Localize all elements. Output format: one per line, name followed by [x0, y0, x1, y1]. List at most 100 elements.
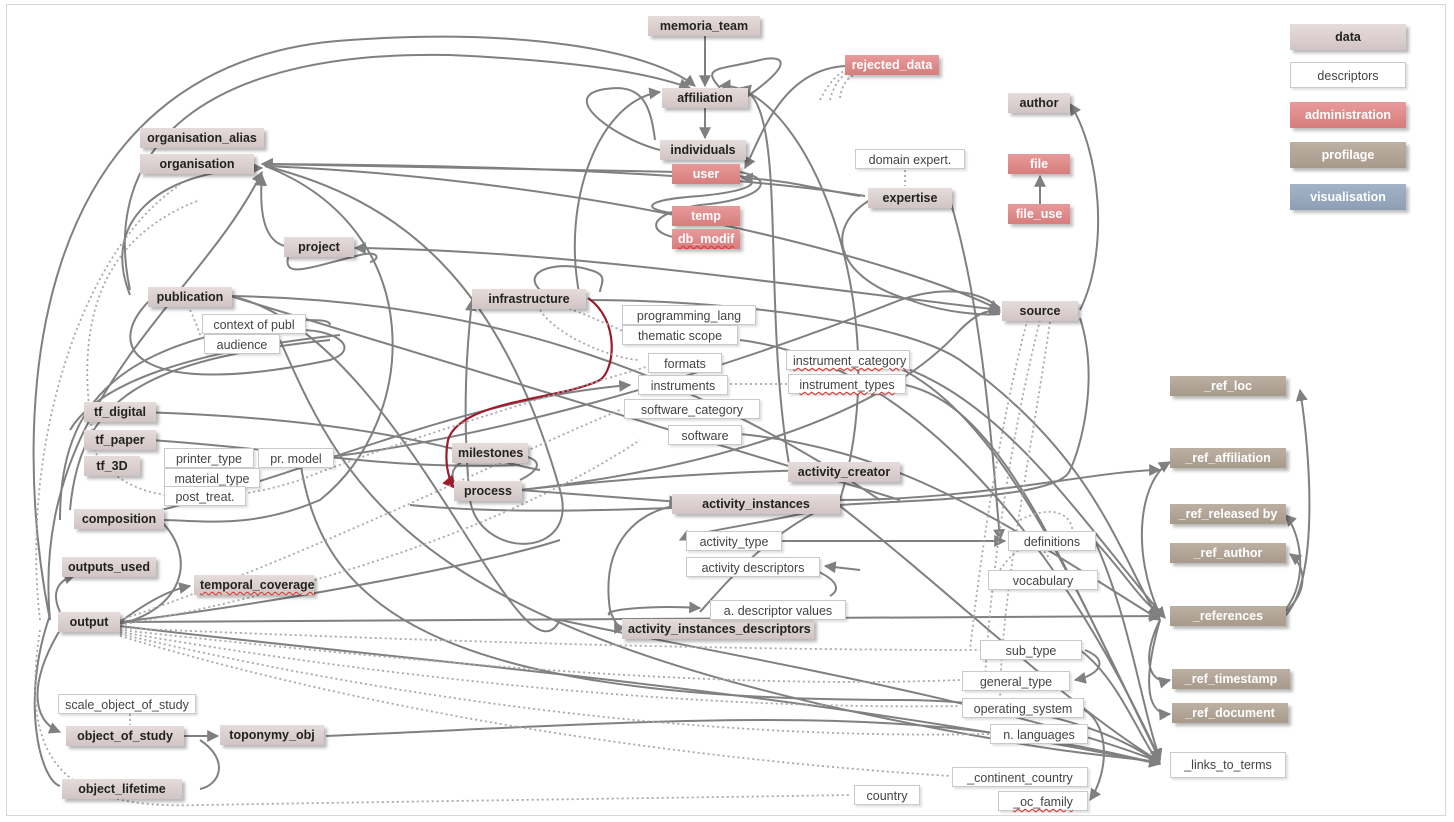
edge — [718, 79, 860, 501]
node-software-category: software_category — [624, 399, 760, 419]
edge — [519, 489, 682, 508]
edge — [839, 464, 1162, 501]
node-n-languages: n. languages — [990, 724, 1088, 744]
edge — [129, 299, 346, 376]
legend-visualisation: visualisation — [1290, 184, 1406, 210]
dotted-edge — [189, 309, 206, 343]
edge — [607, 504, 681, 634]
node-outputs-used: outputs_used — [62, 557, 156, 577]
dotted-edge — [119, 629, 961, 683]
edge — [33, 614, 61, 787]
dotted-edge — [119, 627, 981, 651]
edge — [264, 165, 564, 545]
dotted-edge — [119, 631, 961, 708]
edge — [260, 158, 681, 173]
edge — [607, 601, 702, 616]
dotted-edge — [119, 633, 991, 736]
edge — [1069, 102, 1100, 311]
edge — [744, 65, 846, 170]
node-audience: audience — [204, 334, 280, 354]
node-definitions: definitions — [1008, 531, 1096, 551]
edge — [738, 84, 791, 471]
legend-profilage: profilage — [1290, 142, 1406, 168]
node-process: process — [454, 481, 522, 501]
node-context-of-publ: context of publ — [202, 314, 306, 334]
diagram-frame — [6, 4, 1446, 816]
node-tf-digital: tf_digital — [84, 402, 156, 422]
edge — [353, 242, 1001, 311]
node-programming-lang: programming_lang — [622, 305, 756, 325]
dotted-edge — [559, 304, 626, 333]
edge — [1284, 553, 1304, 613]
edge — [319, 290, 1001, 459]
legend-descriptors: descriptors — [1290, 62, 1406, 88]
node-project: project — [284, 237, 354, 257]
edge — [585, 87, 661, 151]
edge — [1148, 619, 1172, 721]
node-composition: composition — [74, 509, 164, 529]
dotted-edge — [819, 67, 851, 101]
edge — [199, 739, 220, 790]
node-individuals: individuals — [660, 140, 746, 160]
node-db-modif: db_modif — [672, 229, 740, 249]
node-a-descriptor-values: a. descriptor values — [710, 600, 846, 620]
node-user: user — [672, 164, 740, 184]
node-activity-instances-descriptors: activity_instances_descriptors — [622, 619, 814, 639]
node-memoria-team: memoria_team — [648, 16, 760, 36]
edge — [255, 173, 286, 247]
node-organisation-alias: organisation_alias — [140, 128, 264, 148]
dotted-edge — [539, 309, 641, 361]
node-ref-affiliation: _ref_affiliation — [1170, 448, 1286, 468]
node-operating-system: operating_system — [962, 698, 1084, 718]
edge — [1079, 649, 1161, 765]
node-instrument-types: instrument_types — [788, 374, 906, 394]
node-instrument-category: instrument_category — [786, 350, 910, 370]
node-file: file — [1008, 154, 1070, 174]
dotted-edge — [999, 321, 1051, 707]
node-tf-paper: tf_paper — [84, 430, 156, 450]
node-activity-creator: activity_creator — [788, 462, 900, 482]
edge — [823, 561, 861, 574]
dotted-edge — [119, 635, 951, 777]
edge — [59, 318, 331, 521]
node-printer-type: printer_type — [164, 448, 254, 468]
dotted-edge — [34, 629, 851, 807]
node-activity-descriptors: activity descriptors — [686, 557, 820, 577]
edge — [839, 317, 1090, 506]
edge — [119, 539, 561, 623]
edge — [1094, 540, 1161, 615]
edge — [1094, 540, 1163, 762]
node-ref-document: _ref_document — [1172, 703, 1288, 723]
node-ref-timestamp: _ref_timestamp — [1172, 669, 1290, 689]
edge — [711, 57, 782, 99]
node-organisation: organisation — [140, 154, 254, 174]
node-ref-author: _ref_author — [1170, 543, 1286, 563]
edge — [655, 171, 762, 239]
edge — [229, 295, 881, 501]
node-output: output — [58, 612, 120, 632]
node-formats: formats — [648, 353, 722, 373]
edge — [519, 304, 1002, 491]
node-toponymy-obj: toponymy_obj — [220, 725, 324, 745]
node-expertise: expertise — [868, 188, 952, 208]
node-publication: publication — [148, 287, 232, 307]
node-ref-loc: _ref_loc — [1170, 376, 1286, 396]
node-domain-expert: domain expert. — [855, 149, 965, 169]
edge — [464, 298, 477, 501]
node-scale-object-of-study: scale_object_of_study — [58, 694, 196, 714]
edge — [36, 629, 62, 734]
highlight-edge — [442, 297, 613, 489]
dotted-edge — [86, 199, 201, 471]
node-thematic-scope: thematic scope — [622, 325, 738, 345]
dotted-edge — [984, 319, 1041, 681]
node-milestones: milestones — [452, 443, 528, 463]
edge — [879, 359, 1166, 619]
edge — [279, 339, 1161, 763]
node-post-treat: post_treat. — [164, 486, 246, 506]
node-infrastructure: infrastructure — [472, 289, 586, 309]
node-activity-type: activity_type — [686, 531, 782, 551]
edge — [740, 172, 861, 197]
dotted-edge — [839, 71, 861, 99]
node-country: country — [854, 785, 920, 805]
